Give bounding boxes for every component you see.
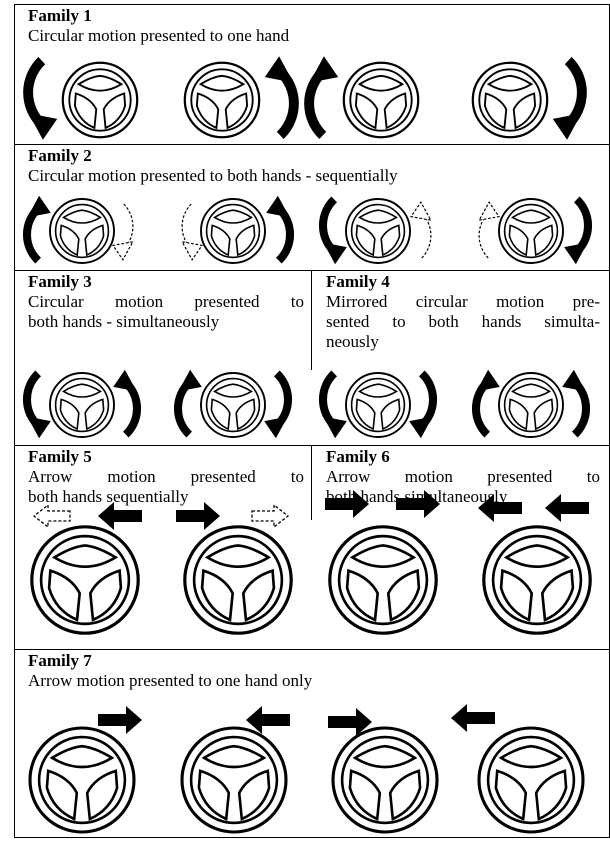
family-7-panel-1 — [30, 706, 142, 832]
family-7-panel-2 — [182, 706, 290, 832]
family-2-panel-3 — [323, 199, 431, 264]
family-6-panel-1 — [325, 490, 440, 633]
family-4-panel-1 — [323, 373, 433, 438]
family-1-panel-3 — [309, 56, 418, 137]
family-7-panel-3 — [328, 708, 437, 832]
family-3-panel-1 — [27, 370, 137, 438]
family-2-panel-2 — [182, 196, 290, 263]
family-3-panel-2 — [178, 370, 288, 438]
family-2-panel-1 — [27, 196, 133, 263]
family-5-panel-2 — [176, 502, 291, 633]
family-1-panel-4 — [473, 61, 582, 140]
family-5-panel-1 — [32, 502, 142, 633]
family-7-panel-4 — [451, 704, 583, 832]
family-1-panel-2 — [185, 56, 294, 137]
family-4-panel-2 — [476, 370, 586, 437]
family-1-panel-1 — [28, 61, 137, 140]
family-2-panel-4 — [479, 199, 588, 264]
family-6-panel-2 — [478, 494, 590, 633]
